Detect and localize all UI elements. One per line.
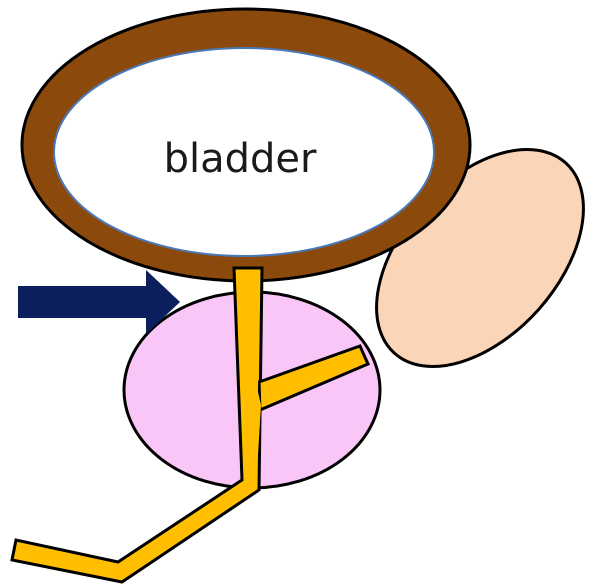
bladder-label: bladder	[164, 136, 317, 182]
right-arrow-icon	[18, 270, 180, 334]
arrow-shape	[18, 270, 180, 334]
